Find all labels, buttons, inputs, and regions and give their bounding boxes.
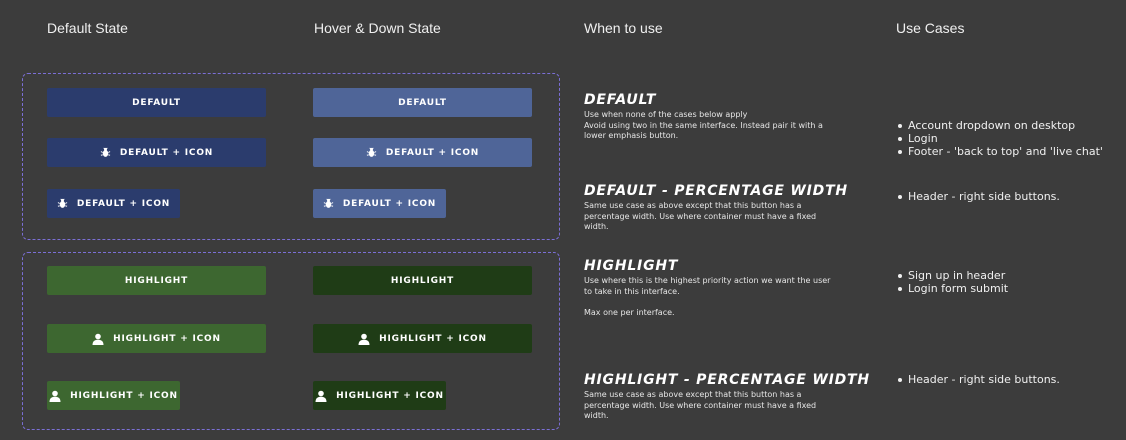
default-icon-button-label: DEFAULT + ICON	[119, 147, 214, 158]
highlight-icon-button-hover-label: HIGHLIGHT + ICON	[379, 333, 487, 344]
bug-icon	[366, 147, 377, 158]
list-item: Sign up in header	[898, 269, 1008, 282]
section-title-highlight-percentage: HIGHLIGHT - PERCENTAGE WIDTH	[584, 372, 870, 388]
user-icon	[358, 333, 370, 345]
section-title-default-percentage: DEFAULT - PERCENTAGE WIDTH	[584, 183, 848, 199]
highlight-button-hover[interactable]: HIGHLIGHT	[313, 266, 532, 295]
section-text-highlight: Use where this is the highest priority a…	[584, 276, 831, 317]
section-text-default-percentage: Same use case as above except that this …	[584, 201, 817, 231]
default-button-hover-label: DEFAULT	[398, 97, 447, 108]
user-icon	[315, 390, 327, 402]
bug-icon	[100, 147, 111, 158]
header-when-to-use: When to use	[584, 20, 663, 36]
list-item: Header - right side buttons.	[898, 190, 1060, 203]
use-cases-highlight: Sign up in header Login form submit	[898, 269, 1008, 295]
default-button[interactable]: DEFAULT	[47, 88, 266, 117]
user-icon	[49, 390, 61, 402]
highlight-icon-button-label: HIGHLIGHT + ICON	[113, 333, 221, 344]
bug-icon	[57, 198, 68, 209]
header-default-state: Default State	[47, 20, 128, 36]
default-buttons-group	[22, 73, 560, 240]
default-button-label: DEFAULT	[132, 97, 181, 108]
highlight-button-label: HIGHLIGHT	[124, 275, 189, 286]
use-cases-highlight-percentage: Header - right side buttons.	[898, 373, 1060, 386]
default-button-hover[interactable]: DEFAULT	[313, 88, 532, 117]
highlight-icon-button-percentage-hover-label: HIGHLIGHT + ICON	[336, 390, 444, 401]
list-item: Account dropdown on desktop	[898, 119, 1103, 132]
highlight-buttons-group	[22, 252, 560, 430]
list-item: Login	[898, 132, 1103, 145]
highlight-icon-button-percentage[interactable]: HIGHLIGHT + ICON	[47, 381, 180, 410]
list-item: Header - right side buttons.	[898, 373, 1060, 386]
list-item: Login form submit	[898, 282, 1008, 295]
header-hover-state: Hover & Down State	[314, 20, 441, 36]
bug-icon	[323, 198, 334, 209]
default-icon-button[interactable]: DEFAULT + ICON	[47, 138, 266, 167]
highlight-icon-button-percentage-hover[interactable]: HIGHLIGHT + ICON	[313, 381, 446, 410]
section-text-highlight-percentage: Same use case as above except that this …	[584, 390, 817, 420]
default-icon-button-percentage-label: DEFAULT + ICON	[76, 198, 171, 209]
header-use-cases: Use Cases	[896, 20, 965, 36]
default-icon-button-hover-label: DEFAULT + ICON	[385, 147, 480, 158]
default-icon-button-hover[interactable]: DEFAULT + ICON	[313, 138, 532, 167]
default-icon-button-percentage-hover[interactable]: DEFAULT + ICON	[313, 189, 446, 218]
default-icon-button-percentage[interactable]: DEFAULT + ICON	[47, 189, 180, 218]
highlight-icon-button-hover[interactable]: HIGHLIGHT + ICON	[313, 324, 532, 353]
section-title-default: DEFAULT	[584, 92, 657, 108]
section-title-highlight: HIGHLIGHT	[584, 258, 679, 274]
use-cases-default-percentage: Header - right side buttons.	[898, 190, 1060, 203]
highlight-icon-button-percentage-label: HIGHLIGHT + ICON	[70, 390, 178, 401]
section-text-default: Use when none of the cases below apply A…	[584, 110, 823, 140]
highlight-button[interactable]: HIGHLIGHT	[47, 266, 266, 295]
user-icon	[92, 333, 104, 345]
default-icon-button-percentage-hover-label: DEFAULT + ICON	[342, 198, 437, 209]
use-cases-default: Account dropdown on desktop Login Footer…	[898, 119, 1103, 158]
highlight-icon-button[interactable]: HIGHLIGHT + ICON	[47, 324, 266, 353]
list-item: Footer - 'back to top' and 'live chat'	[898, 145, 1103, 158]
highlight-button-hover-label: HIGHLIGHT	[390, 275, 455, 286]
